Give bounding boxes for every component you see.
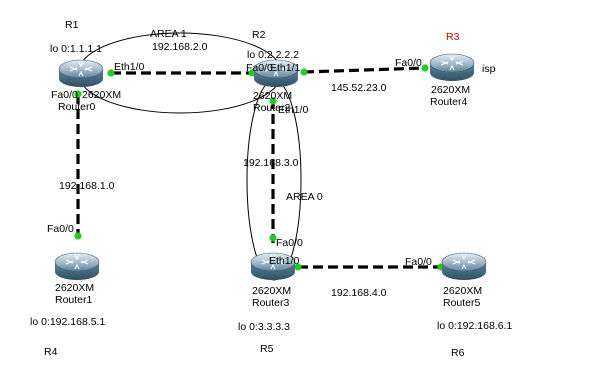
router-model-r2: 2620XM [253, 90, 293, 102]
port-up-icon [248, 69, 256, 77]
area-label-0: AREA 0 [286, 191, 323, 203]
network-label-l12: 192.168.2.0 [152, 41, 208, 53]
port-up-icon [74, 90, 82, 98]
port-label-r4-fa: Fa0/0 [47, 223, 74, 235]
router-icon[interactable] [253, 59, 299, 87]
router-model-r3: 2620XM [431, 84, 471, 96]
router-icon[interactable] [54, 252, 100, 280]
loopback-r6: lo 0:192.168.6.1 [437, 320, 513, 332]
port-label-r2-eth11: Eth1/1 [270, 62, 301, 74]
router-note-r3: isp [482, 63, 496, 75]
port-up-icon [294, 263, 302, 271]
router-port-r1-down: Fa0/0 [51, 89, 78, 101]
port-label-r3-fa: Fa0/0 [395, 57, 422, 69]
router-tag-r6: R6 [451, 347, 465, 359]
router-name-r3[interactable]: Router4 [430, 96, 468, 108]
link-r2-r3[interactable] [303, 66, 426, 74]
router-name-r5[interactable]: Router3 [252, 297, 290, 309]
port-up-icon [421, 64, 429, 72]
loopback-r1: lo 0:1.1.1.1 [50, 43, 102, 55]
router-icon[interactable] [441, 252, 487, 280]
router-icon[interactable] [429, 53, 475, 81]
router-tag-r3: R3 [446, 31, 460, 43]
port-up-icon [107, 69, 115, 77]
router-name-r2[interactable]: Router2 [253, 102, 291, 114]
router-name-r1[interactable]: Router0 [58, 101, 96, 113]
area-label-1: AREA 1 [150, 28, 187, 40]
router-model-r5: 2620XM [252, 285, 292, 297]
port-up-icon [269, 97, 277, 105]
port-up-icon [300, 68, 308, 76]
router-tag-r5: R5 [260, 343, 274, 355]
network-label-l23: 145.52.23.0 [331, 82, 387, 94]
port-up-icon [269, 234, 277, 242]
network-label-l56: 192.168.4.0 [331, 287, 387, 299]
port-label-r6-fa: Fa0/0 [405, 256, 432, 268]
router-tag-r2: R2 [252, 29, 266, 41]
router-model-r6: 2620XM [443, 285, 483, 297]
router-icon[interactable] [58, 59, 104, 87]
port-label-r1-eth: Eth1/0 [114, 61, 145, 73]
loopback-r4: lo 0:192.168.5.1 [30, 316, 106, 328]
port-label-r2-eth10: Eth1/0 [278, 104, 309, 116]
port-up-icon [74, 232, 82, 240]
port-label-r2-fa: Fa0/0 [246, 62, 273, 74]
links-layer [76, 66, 441, 269]
network-label-l14: 192.168.1.0 [59, 180, 115, 192]
loopback-r2: lo 0:2.2.2.2 [247, 49, 299, 61]
port-label-r5-fa: Fa0/0 [276, 237, 303, 249]
router-name-r6[interactable]: Router5 [443, 297, 481, 309]
network-label-l25: 192.168.3.0 [243, 157, 299, 169]
loopback-r5: lo 0:3.3.3.3 [238, 321, 290, 333]
router-name-r4[interactable]: Router1 [55, 294, 93, 306]
router-model-r1: 2620XM [82, 89, 122, 101]
router-model-r4: 2620XM [55, 282, 95, 294]
port-label-r5-eth: Eth1/0 [269, 255, 300, 267]
routers-layer [54, 53, 487, 280]
router-icon[interactable] [250, 252, 296, 280]
router-tag-r1: R1 [65, 19, 79, 31]
router-tag-r4: R4 [44, 346, 58, 358]
